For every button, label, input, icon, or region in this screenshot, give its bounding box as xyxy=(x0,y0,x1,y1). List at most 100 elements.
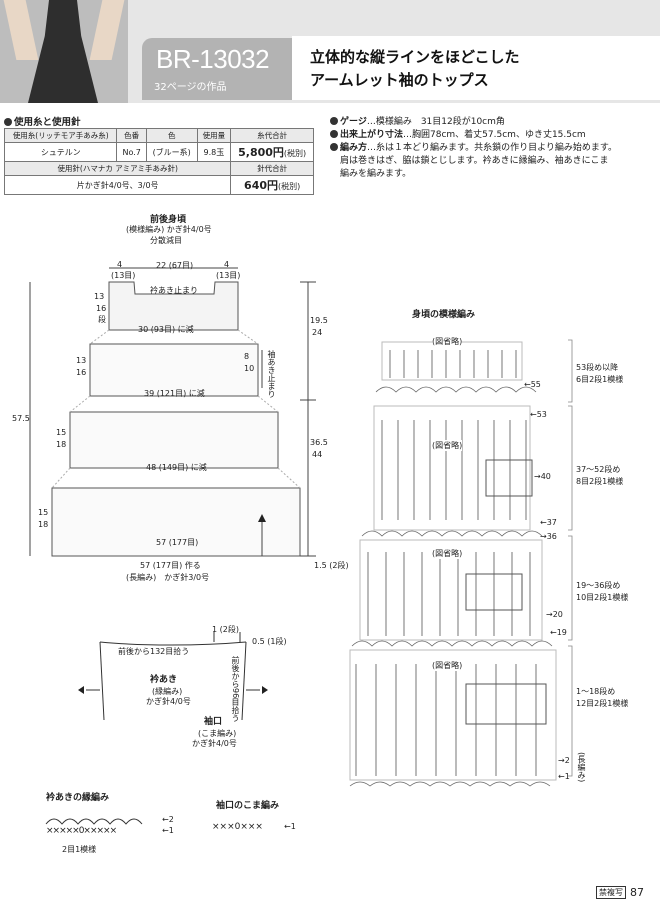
neck-stop-label: 衿あき止まり xyxy=(150,286,198,295)
instructions: ゲージ…模様編み 31目12段が10cm角 出来上がり寸法…胸囲78cm、着丈5… xyxy=(330,116,655,181)
top-side-13-right: (13目) xyxy=(216,271,241,280)
cuff-edge-row1: ←1 xyxy=(284,822,296,831)
amount-header: 使用量 xyxy=(196,128,232,143)
gauge-text: …模様編み 31目12段が10cm角 xyxy=(366,117,505,127)
top-width: 22 (67目) xyxy=(156,261,194,270)
omit-4: (図省略) xyxy=(432,660,463,671)
cuff-label: 袖口 xyxy=(204,717,223,727)
cuff-sub-1: (こま編み) xyxy=(198,729,237,738)
cuff-edge-stitches: ×××0××× xyxy=(212,822,263,832)
materials-heading-text: 使用糸と使用針 xyxy=(14,117,81,128)
cuff-edge-title: 袖口のこま編み xyxy=(216,801,280,811)
title-box xyxy=(292,36,660,100)
model-photo xyxy=(0,0,128,103)
neck-pickup: 前後から132目拾う xyxy=(118,647,190,656)
color-no-header: 色番 xyxy=(116,128,147,143)
row-37: ←37 xyxy=(540,518,557,527)
title-line-1: 立体的な縦ラインをほどこした xyxy=(310,48,520,66)
pattern-title: 身頃の模様編み xyxy=(412,310,476,320)
yarn-cost: 5,800円(税別) xyxy=(230,142,314,162)
needle-tax: (税別) xyxy=(278,182,301,191)
neck-edge-row2: ←2 xyxy=(162,815,174,824)
size-text: …胸囲78cm、着丈57.5cm、ゆき丈15.5cm xyxy=(403,130,586,140)
row-20: →20 xyxy=(546,610,563,619)
upper-length: 19.5 xyxy=(310,316,328,325)
group4-repeat: 12目2段1模様 xyxy=(576,699,629,708)
total-length: 57.5 xyxy=(12,414,30,423)
method-text-1: …糸は１本どり編みます。共糸鎖の作り目より編み始めます。 xyxy=(367,143,618,153)
group3-repeat: 10目2段1模様 xyxy=(576,593,629,602)
bottom-stitch: (長編み) かぎ針3/0号 xyxy=(126,573,210,582)
top-side-4-left: 4 xyxy=(117,260,123,269)
bottom-width: 57 (177目) xyxy=(156,538,199,547)
rows-05: 0.5 (1段) xyxy=(252,637,287,646)
needle-cost-value: 640円 xyxy=(244,179,279,192)
row-55: ←55 xyxy=(524,380,541,389)
materials-table: 使用糸(リッチモア手あみ糸) 色番 色 使用量 糸代合計 シュテルン No.7 … xyxy=(3,128,314,195)
dec1-label: 30 (93目) に減 xyxy=(138,325,194,334)
method-label: 編み方 xyxy=(340,143,368,153)
neck-edge-row1: ←1 xyxy=(162,826,174,835)
row-19: ←19 xyxy=(550,628,567,637)
row-36: →36 xyxy=(540,532,557,541)
tier2-height: 13 xyxy=(76,356,87,365)
body-title: 前後身頃 xyxy=(150,215,187,225)
needle-cost-header: 針代合計 xyxy=(230,161,314,176)
tier1-height: 13 xyxy=(94,292,105,301)
code-box xyxy=(142,38,292,100)
body-sub-2: 分散減目 xyxy=(150,236,182,245)
neck-edge-stitches: ×××××0××××× xyxy=(46,826,117,836)
tier3-height: 15 xyxy=(56,428,67,437)
armhole-8: 8 xyxy=(244,352,250,361)
sleeve-stop-label: 袖あき止まり xyxy=(267,350,276,398)
neck-sub-2: かぎ針4/0号 xyxy=(146,697,191,706)
top-side-13-left: (13目) xyxy=(111,271,136,280)
tier1-rows: 16 xyxy=(96,304,107,313)
no-copy-badge: 禁複写 xyxy=(596,886,626,899)
group1-rows: 53段め以降 xyxy=(576,363,619,372)
pattern-code: BR-13032 xyxy=(156,44,270,74)
yarn-cost-value: 5,800円 xyxy=(238,146,284,159)
yarn-tax: (税別) xyxy=(283,149,307,158)
upper-rows: 24 xyxy=(312,328,323,337)
neck-edge-title: 衿あきの縁編み xyxy=(46,793,110,803)
tier2-rows: 16 xyxy=(76,368,87,377)
base-stitch: (長編み) xyxy=(577,752,586,783)
needle-name: 片かぎ針4/0号、3/0号 xyxy=(3,175,232,195)
tier1-rows-unit: 段 xyxy=(98,315,106,324)
group3-rows: 19〜36段め xyxy=(576,581,621,590)
dec2-label: 39 (121目) に減 xyxy=(144,389,205,398)
row-1: ←1 xyxy=(558,772,570,781)
armhole-rows: 10 xyxy=(244,364,255,373)
top-side-4-right: 4 xyxy=(224,260,230,269)
hem-length: 1.5 (2段) xyxy=(314,561,349,570)
method-text-2: 肩は巻きはぎ、脇は鎖とじします。衿あきに縁編み、袖あきにこま xyxy=(340,156,609,166)
group1-repeat: 6目2段1模様 xyxy=(576,375,624,384)
bottom-cast-on: 57 (177目) 作る xyxy=(140,561,201,570)
lower-rows: 44 xyxy=(312,450,323,459)
neck-label: 衿あき xyxy=(150,675,178,685)
title-line-2: アームレット袖のトップス xyxy=(310,71,489,89)
page-number: 87 xyxy=(630,886,644,899)
row-53: ←53 xyxy=(530,410,547,419)
group2-repeat: 8目2段1模様 xyxy=(576,477,624,486)
body-sub-1: (模様編み) かぎ針4/0号 xyxy=(126,225,212,234)
group2-rows: 37〜52段め xyxy=(576,465,621,474)
sleeve-pickup: 前後から96目拾う xyxy=(231,656,240,723)
neck-sub-1: (縁編み) xyxy=(152,687,183,696)
bullet-icon xyxy=(4,118,12,126)
row-40: →40 xyxy=(534,472,551,481)
omit-2: (図省略) xyxy=(432,440,463,451)
dec3-label: 48 (149目) に減 xyxy=(146,463,207,472)
tier4-rows: 18 xyxy=(38,520,49,529)
group4-rows: 1〜18段め xyxy=(576,687,616,696)
neck-edge-repeat: 2目1模様 xyxy=(62,845,97,854)
cuff-sub-2: かぎ針4/0号 xyxy=(192,739,237,748)
lower-length: 36.5 xyxy=(310,438,328,447)
needle-cost: 640円(税別) xyxy=(230,175,314,195)
omit-3: (図省略) xyxy=(432,548,463,559)
rows-1: 1 (2段) xyxy=(212,625,239,634)
omit-1: (図省略) xyxy=(432,336,463,347)
tier4-height: 15 xyxy=(38,508,49,517)
